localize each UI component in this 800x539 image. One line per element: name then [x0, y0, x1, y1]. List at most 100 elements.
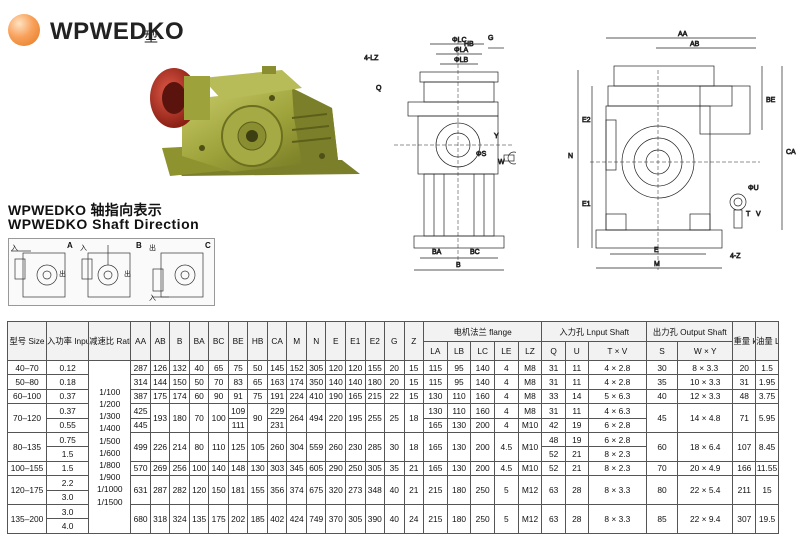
- cell-dim: 193: [149, 403, 171, 433]
- header-size: 型号 Size: [6, 321, 48, 361]
- cell-weight: 48: [732, 388, 757, 405]
- cell-dim: 215: [364, 388, 386, 405]
- header-e: E: [325, 321, 346, 361]
- cell-input-shaft: 52: [541, 460, 566, 477]
- header-e2: E2: [364, 321, 386, 361]
- table-header-row: 型号 Size 入功率 Input(KW) 减速比 Ratio AA AB B …: [6, 321, 779, 361]
- header-z: Z: [403, 321, 425, 361]
- header-txv: T × V: [587, 341, 648, 361]
- cell-dim: 256: [169, 460, 190, 477]
- header-g: G: [384, 321, 405, 361]
- ratio-value: 1/100: [99, 386, 121, 397]
- cell-flange: 4.5: [493, 431, 519, 462]
- cell-flange: 165: [423, 460, 448, 477]
- cell-dim: 50: [188, 374, 210, 390]
- cell-oil: 1.95: [755, 374, 779, 390]
- front-dim-v: V: [756, 211, 761, 218]
- cell-output-shaft: 8 × 3.3: [676, 359, 734, 376]
- header-m: M: [286, 321, 307, 361]
- ratio-value: 1/400: [99, 423, 121, 434]
- cell-size: 100–155: [6, 460, 48, 477]
- cell-input-shaft: 8 × 2.3: [587, 446, 648, 462]
- header-bc: BC: [208, 321, 229, 361]
- cell-input: 0.37: [46, 403, 90, 419]
- cell-dim: 264: [286, 403, 307, 433]
- cell-dim: 324: [169, 503, 190, 534]
- cell-weight: 107: [732, 431, 757, 462]
- cell-dim: 150: [169, 374, 190, 390]
- cell-dim: 155: [247, 475, 268, 505]
- cell-input-shaft: 11: [564, 374, 589, 390]
- cell-dim: 185: [247, 503, 268, 534]
- cell-dim: 165: [345, 388, 366, 405]
- cell-dim: 40: [188, 359, 210, 376]
- cell-dim: 273: [345, 475, 366, 505]
- cell-input-shaft: 31: [541, 403, 566, 419]
- cell-input-shaft: 42: [541, 417, 566, 433]
- cell-dim: 181: [227, 475, 249, 505]
- cell-input: 0.55: [46, 417, 90, 433]
- cell-dim: 155: [364, 359, 386, 376]
- cell-dim: 680: [130, 503, 151, 534]
- cell-output-shaft: 30: [646, 359, 678, 376]
- page-title-suffix: 型: [144, 29, 158, 45]
- cell-dim: 24: [403, 503, 425, 534]
- cell-dim: 287: [149, 475, 171, 505]
- cell-dim: 30: [384, 431, 405, 462]
- cell-input-shaft: 63: [541, 475, 566, 505]
- table-row: 4.0: [8, 518, 779, 534]
- cell-dim: 15: [403, 359, 425, 376]
- shaft-direction-c: C 入 出: [149, 241, 211, 302]
- cell-dim: 152: [286, 359, 307, 376]
- cell-input-shaft: 21: [564, 446, 589, 462]
- cell-flange: 180: [446, 503, 472, 534]
- ratio-value: 1/1000: [96, 484, 123, 495]
- cell-oil: 8.45: [755, 431, 779, 462]
- cell-dim: 109: [227, 403, 249, 419]
- cell-dim: 83: [227, 374, 249, 390]
- side-dim-q: Q: [376, 85, 382, 92]
- cell-input-shaft: 6 × 2.8: [587, 431, 648, 448]
- header-hb: HB: [247, 321, 268, 361]
- cell-flange: 4: [493, 359, 519, 376]
- cell-input: 1.5: [46, 446, 90, 462]
- cell-dim: 15: [403, 374, 425, 390]
- cell-dim: 130: [247, 460, 268, 477]
- cell-dim: 255: [364, 403, 386, 433]
- cell-dim: 425: [130, 403, 151, 419]
- cell-dim: 226: [149, 431, 171, 462]
- header-q: Q: [541, 341, 566, 361]
- front-dim-m: M: [654, 261, 660, 268]
- cell-dim: 305: [305, 359, 327, 376]
- cell-input-shaft: 5 × 6.3: [587, 388, 648, 405]
- cell-input-shaft: 8 × 3.3: [587, 475, 648, 505]
- cell-dim: 91: [227, 388, 249, 405]
- cell-dim: 402: [266, 503, 288, 534]
- cell-dim: 65: [208, 359, 229, 376]
- cell-flange: 5: [493, 475, 519, 505]
- cell-dim: 75: [227, 359, 249, 376]
- cell-dim: 126: [149, 359, 171, 376]
- cell-flange: 130: [446, 417, 472, 433]
- cell-dim: 287: [130, 359, 151, 376]
- cell-flange: M8: [517, 403, 543, 419]
- cell-flange: 180: [446, 475, 472, 505]
- shaft-direction-title-cn: WPWEDKO 轴指向表示: [8, 202, 163, 218]
- cell-dim: 303: [266, 460, 288, 477]
- front-dim-be: BE: [766, 97, 776, 104]
- header-lz: LZ: [517, 341, 543, 361]
- cell-flange: 130: [446, 460, 472, 477]
- cell-dim: 163: [266, 374, 288, 390]
- cell-dim: 80: [188, 431, 210, 462]
- cell-dim: 70: [208, 374, 229, 390]
- cell-flange: 215: [423, 475, 448, 505]
- cell-dim: 35: [384, 460, 405, 477]
- cell-input-shaft: 14: [564, 388, 589, 405]
- header-weight: 重量 kg: [732, 321, 757, 361]
- cell-input-shaft: 8 × 3.3: [587, 503, 648, 534]
- cell-input-shaft: 31: [541, 374, 566, 390]
- cell-oil: 15: [755, 475, 779, 505]
